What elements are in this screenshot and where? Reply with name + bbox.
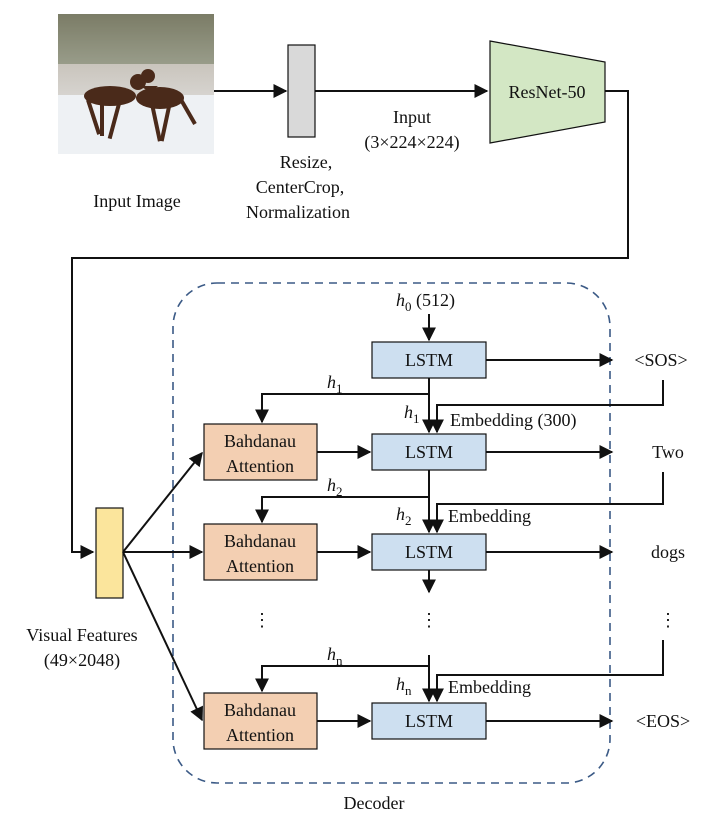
resize-block bbox=[287, 44, 316, 138]
resnet-encoder-block bbox=[489, 40, 606, 144]
embedding-label-n: Embedding bbox=[448, 677, 531, 697]
input-shape-line-1: Input bbox=[393, 107, 431, 127]
embedding-two-to-lstm bbox=[430, 472, 664, 534]
svg-text:Bahdanau: Bahdanau bbox=[224, 431, 296, 451]
attention-block-2: Bahdanau Attention bbox=[203, 523, 318, 581]
lstm-label: LSTM bbox=[405, 542, 453, 562]
preprocess-line-1: Resize, bbox=[280, 152, 332, 172]
output-token-1: Two bbox=[652, 442, 684, 462]
ellipsis-attention: ⋮ bbox=[253, 610, 271, 630]
embedding-sos-to-lstm bbox=[430, 380, 664, 434]
h1-label: h1 bbox=[404, 402, 420, 426]
preprocess-line-2: CenterCrop, bbox=[256, 177, 344, 197]
lstm-label: LSTM bbox=[405, 442, 453, 462]
output-token-2: dogs bbox=[651, 542, 685, 562]
input-shape-line-2: (3×224×224) bbox=[364, 132, 459, 153]
svg-text:Attention: Attention bbox=[226, 456, 294, 476]
h1-label-top: h1 bbox=[327, 372, 343, 396]
arrow-resnet-to-features bbox=[71, 90, 629, 559]
preprocess-line-3: Normalization bbox=[246, 202, 350, 222]
h2-label: h2 bbox=[396, 504, 412, 528]
input-image bbox=[58, 14, 214, 154]
visual-features-line-1: Visual Features bbox=[26, 625, 137, 645]
output-ellipsis: ⋮ bbox=[659, 610, 677, 630]
svg-text:Bahdanau: Bahdanau bbox=[224, 700, 296, 720]
dogs-photo-icon bbox=[84, 69, 197, 142]
embedding-label-1: Embedding (300) bbox=[450, 410, 576, 431]
lstm-label: LSTM bbox=[405, 711, 453, 731]
embedding-prev-to-lstm-n bbox=[430, 640, 664, 703]
attention-block-1: Bahdanau Attention bbox=[203, 423, 318, 481]
lstm-cell-0: LSTM bbox=[371, 341, 487, 379]
arrow-features-to-attention-1 bbox=[122, 451, 203, 553]
attention-block-n: Bahdanau Attention bbox=[203, 692, 318, 750]
embedding-label-2: Embedding bbox=[448, 506, 531, 526]
arrow-features-to-attention-n bbox=[122, 551, 203, 722]
hn-label: hn bbox=[396, 674, 412, 698]
decoder-label: Decoder bbox=[344, 793, 405, 813]
lstm-label: LSTM bbox=[405, 350, 453, 370]
lstm-cell-n: LSTM bbox=[371, 702, 487, 740]
svg-text:Attention: Attention bbox=[226, 556, 294, 576]
svg-text:Bahdanau: Bahdanau bbox=[224, 531, 296, 551]
hn-label-top: hn bbox=[327, 644, 343, 668]
svg-text:Attention: Attention bbox=[226, 725, 294, 745]
h0-label: h0 (512) bbox=[396, 290, 455, 314]
h2-label-top: h2 bbox=[327, 475, 343, 499]
encoder-label: ResNet-50 bbox=[509, 82, 586, 102]
visual-features-line-2: (49×2048) bbox=[44, 650, 120, 671]
ellipsis-lstm: ⋮ bbox=[420, 610, 438, 630]
input-image-caption: Input Image bbox=[93, 191, 180, 211]
decoder-container bbox=[172, 282, 611, 784]
lstm-cell-1: LSTM bbox=[371, 433, 487, 471]
output-token-n: <EOS> bbox=[636, 711, 690, 731]
lstm-cell-2: LSTM bbox=[371, 533, 487, 571]
output-token-0: <SOS> bbox=[634, 350, 687, 370]
visual-features-block bbox=[95, 507, 124, 599]
